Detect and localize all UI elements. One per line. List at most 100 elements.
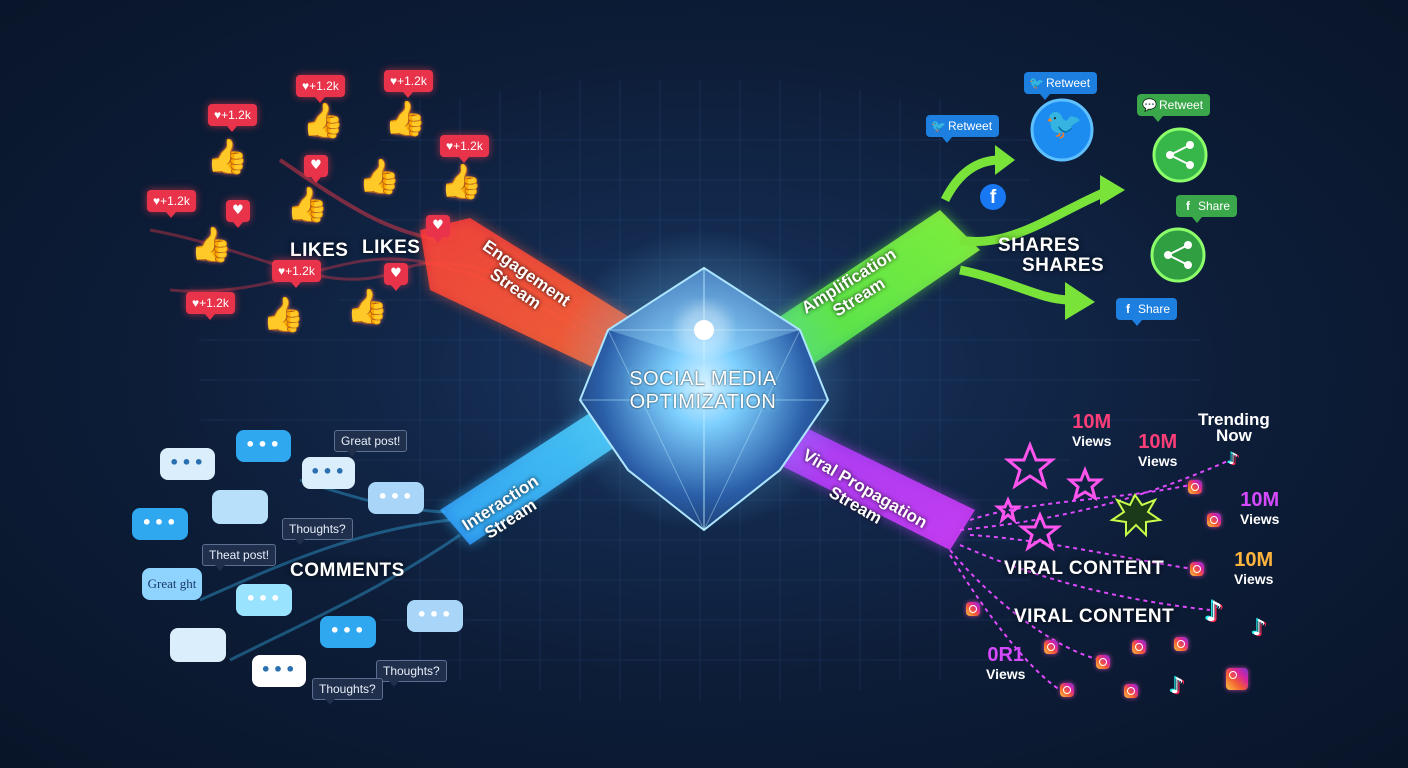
message-lines-icon: [170, 628, 226, 662]
share-circle-1: [1152, 127, 1208, 183]
heart-icon: ♥: [426, 215, 450, 243]
instagram-icon: [1044, 640, 1058, 654]
shares-label-1: SHARES: [998, 235, 1081, 256]
comment-bubble: Great ght: [142, 568, 202, 600]
facebook-icon: f: [980, 184, 1006, 210]
twitter-bird-icon: 🐦: [931, 119, 946, 133]
views-word: Views: [986, 666, 1026, 682]
like-badge-count: +1.2k: [453, 139, 483, 153]
share-badge: f Share: [1176, 195, 1238, 223]
thumbs-up-icon: 👍: [190, 225, 233, 265]
share-circle-2: [1150, 227, 1206, 283]
views-count: 10M: [1138, 431, 1178, 453]
like-badge: ♥+1.2k: [384, 70, 433, 98]
chat-bubble-icon: •••: [236, 584, 292, 616]
instagram-icon: [1096, 655, 1110, 669]
retweet-label: Retweet: [1046, 76, 1091, 90]
viral-content-label-2: VIRAL CONTENT: [1014, 606, 1175, 627]
message-lines-icon: [212, 490, 268, 524]
chat-bubble-icon: •••: [160, 448, 215, 480]
retweet-badge: 💬Retweet: [1137, 94, 1211, 122]
heart-icon: ♥: [214, 108, 222, 122]
thumbs-up-icon: 👍: [286, 185, 329, 225]
thumbs-up-icon: 👍: [206, 137, 249, 177]
views-word: Views: [1234, 571, 1274, 587]
like-badge: ♥+1.2k: [208, 104, 257, 132]
chat-bubble-icon: •••: [132, 508, 188, 540]
retweet-badge: 🐦Retweet: [926, 115, 1000, 143]
like-badge-count: +1.2k: [397, 74, 427, 88]
instagram-icon: [1226, 668, 1248, 690]
instagram-icon: [1124, 684, 1138, 698]
views-count: 10M: [1240, 489, 1280, 511]
burst-icon: [1109, 493, 1163, 538]
heart-icon: ♥: [192, 296, 200, 310]
thumbs-up-icon: 👍: [302, 101, 345, 141]
thumbs-up-icon: 👍: [346, 287, 389, 327]
heart-icon: ♥: [302, 79, 310, 93]
chat-icon: 💬: [1142, 98, 1157, 112]
heart-icon: ♥: [226, 200, 250, 228]
like-badge-count: +1.2k: [309, 79, 339, 93]
chat-bubble-icon: •••: [368, 482, 424, 514]
tiktok-icon: ♪: [1252, 616, 1267, 641]
instagram-icon: [1190, 562, 1204, 576]
views-word: Views: [1240, 511, 1280, 527]
heart-icon: ♥: [446, 139, 454, 153]
center-crystal: [554, 230, 854, 532]
chat-bubble-icon: •••: [407, 600, 463, 632]
heart-icon: ♥: [153, 194, 161, 208]
instagram-icon: [1060, 683, 1074, 697]
like-badge: ♥+1.2k: [440, 135, 489, 163]
instagram-icon: [1174, 637, 1188, 651]
heart-icon: ♥: [278, 264, 286, 278]
viral-stars: [993, 440, 1104, 552]
center-title-line-1: SOCIAL MEDIA: [629, 368, 777, 390]
twitter-circle: [1030, 98, 1094, 162]
retweet-label: Retweet: [948, 119, 993, 133]
views-count: 10M: [1234, 549, 1274, 571]
like-badge-count: +1.2k: [160, 194, 190, 208]
retweet-label: Retweet: [1159, 98, 1204, 112]
views-word: Views: [1138, 453, 1178, 469]
trending-line-1: Trending: [1198, 410, 1270, 429]
instagram-icon: [1207, 513, 1221, 527]
heart-icon: ♥: [384, 263, 408, 291]
thumbs-up-icon: 👍: [440, 162, 483, 202]
facebook-icon: f: [1186, 199, 1190, 213]
like-badge: ♥+1.2k: [147, 190, 196, 218]
retweet-badge: 🐦Retweet: [1024, 72, 1098, 100]
like-badge: ♥+1.2k: [272, 260, 321, 288]
facebook-icon: f: [1126, 302, 1130, 316]
thumbs-up-icon: 👍: [262, 295, 305, 335]
tiktok-icon: ♪: [1170, 674, 1185, 699]
chat-bubble-icon: •••: [236, 430, 291, 462]
comment-tag: Theat post!: [202, 544, 277, 571]
views-word: Views: [1072, 433, 1112, 449]
chat-bubble-icon: •••: [252, 655, 306, 687]
comments-label: COMMENTS: [290, 560, 405, 581]
like-badge-count: +1.2k: [199, 296, 229, 310]
thumbs-up-icon: 👍: [384, 99, 427, 139]
instagram-icon: [966, 602, 980, 616]
comment-tag: Thoughts?: [376, 660, 447, 687]
heart-icon: ♥: [390, 74, 398, 88]
center-title-line-2: OPTIMIZATION: [629, 391, 777, 413]
comment-tag: Thoughts?: [312, 678, 383, 705]
comment-tag: Great post!: [334, 430, 408, 457]
chat-bubble-icon: •••: [320, 616, 376, 648]
viral-content-label-1: VIRAL CONTENT: [1004, 558, 1165, 579]
trending-line-2: Now: [1215, 426, 1252, 445]
center-title: SOCIAL MEDIA OPTIMIZATION: [598, 368, 808, 414]
views-count: 0R1: [987, 644, 1025, 666]
share-label: Share: [1198, 199, 1231, 213]
like-badge: ♥+1.2k: [296, 75, 345, 103]
heart-icon: ♥: [304, 155, 328, 183]
